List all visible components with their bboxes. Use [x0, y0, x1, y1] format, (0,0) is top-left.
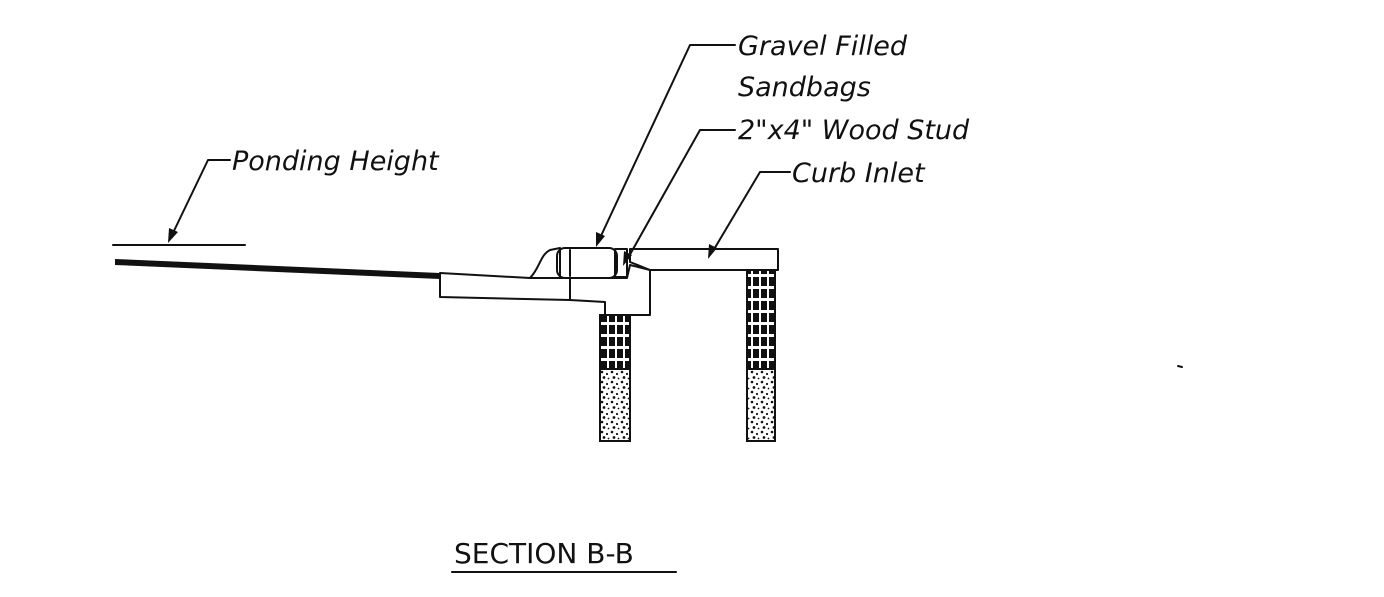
label-curb-inlet: Curb Inlet [792, 158, 926, 189]
ponding-arrowhead [168, 228, 178, 243]
label-gravel-line2: Sandbags [738, 72, 871, 103]
sandbag [556, 247, 618, 279]
stray-mark [1177, 365, 1183, 368]
inlet-left-wall-brick [599, 314, 631, 370]
label-wood-stud: 2"x4" Wood Stud [738, 115, 970, 146]
label-gravel-line1: Gravel Filled [738, 31, 908, 62]
ponding-leader [171, 159, 231, 236]
stud-leader [627, 129, 736, 259]
gravel-leader [599, 44, 736, 239]
inlet-right-wall-fill [746, 368, 776, 442]
inlet-right-wall-brick [746, 269, 776, 370]
label-ponding-height: Ponding Height [232, 146, 440, 177]
curb-wall [569, 264, 651, 316]
gravel-arrowhead [596, 232, 605, 247]
curb-block [529, 247, 561, 279]
gutter-slab [439, 272, 571, 301]
curb-inlet-arrowhead [708, 244, 717, 259]
curb-inlet-leader [712, 171, 791, 252]
inlet-top-slab [629, 248, 779, 271]
section-title: SECTION B-B [454, 537, 634, 570]
stud-arrowhead [623, 251, 632, 266]
inlet-left-wall-fill [599, 368, 631, 442]
road-surface [115, 259, 440, 279]
